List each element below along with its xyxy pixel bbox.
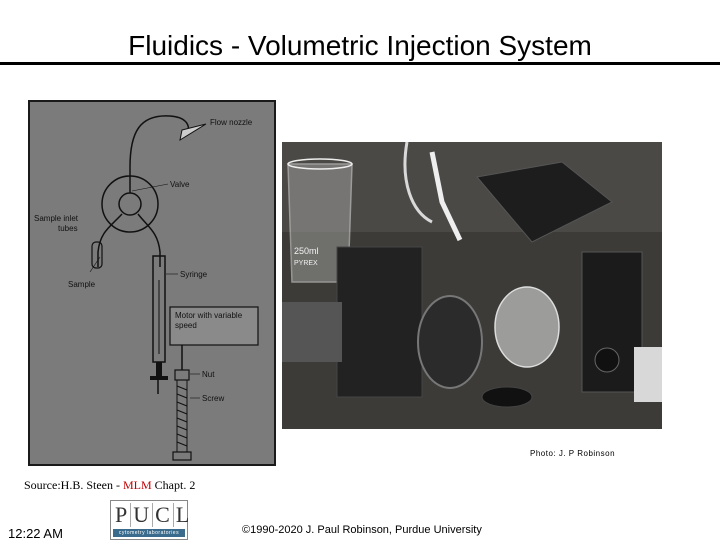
photo-credit: Photo: J. P Robinson (530, 449, 616, 458)
label-flow-nozzle: Flow nozzle (210, 118, 253, 127)
logo-letter: C (153, 503, 174, 527)
source-book: MLM (122, 478, 152, 492)
apparatus-photo: 250ml PYREX (282, 142, 662, 429)
label-motor: Motor with variable (175, 311, 243, 320)
label-sample-inlet: Sample inlet (34, 214, 79, 223)
valve-inner (118, 192, 142, 216)
beaker-brand-label: PYREX (294, 260, 318, 267)
drive-shaft (282, 302, 342, 362)
label-sample: Sample (68, 280, 96, 289)
drive-coupling (417, 295, 483, 389)
nozzle-mount-block (476, 161, 613, 243)
motor-housing (336, 246, 423, 398)
sample-tube (91, 241, 103, 269)
schematic-drawing (89, 115, 259, 461)
logo-tagline: cytometry laboratories (113, 529, 185, 537)
beaker-volume-label: 250ml (294, 246, 319, 256)
source-suffix: Chapt. 2 (151, 478, 196, 492)
apparatus-photo-drawing: 250ml PYREX (282, 142, 662, 429)
title-underline (0, 62, 720, 65)
flow-nozzle-shape (179, 123, 207, 142)
label-valve: Valve (170, 180, 190, 189)
injection-schematic-diagram: Flow nozzle Valve Sample inlet tubes Sam… (28, 100, 276, 466)
label-screw: Screw (202, 394, 225, 403)
logo-letter: P (113, 503, 132, 527)
nozzle-tube (129, 115, 190, 168)
source-citation: Source:H.B. Steen - MLM Chapt. 2 (24, 478, 195, 493)
pucl-logo: P U C L cytometry laboratories (110, 500, 189, 540)
screw-shape (172, 379, 192, 461)
valve-body (494, 286, 560, 368)
source-prefix: Source:H.B. Steen - (24, 478, 123, 492)
valve-mount (581, 251, 643, 393)
label-syringe: Syringe (180, 270, 208, 279)
tubing (403, 142, 433, 224)
slide-title: Fluidics - Volumetric Injection System (128, 30, 592, 61)
copyright-notice: ©1990-2020 J. Paul Robinson, Purdue Univ… (242, 524, 482, 536)
slide-time: 12:22 AM (8, 526, 63, 541)
label-motor-speed: speed (175, 321, 197, 330)
logo-letters: P U C L (113, 503, 189, 527)
nut-shape (174, 369, 190, 381)
logo-letter: U (131, 503, 154, 527)
label-nut: Nut (202, 370, 215, 379)
label-tag (634, 347, 662, 402)
motor-box (169, 306, 259, 346)
logo-letter: L (175, 502, 191, 527)
label-sample-inlet-tubes: tubes (58, 224, 78, 233)
syringe-needle (429, 151, 463, 242)
